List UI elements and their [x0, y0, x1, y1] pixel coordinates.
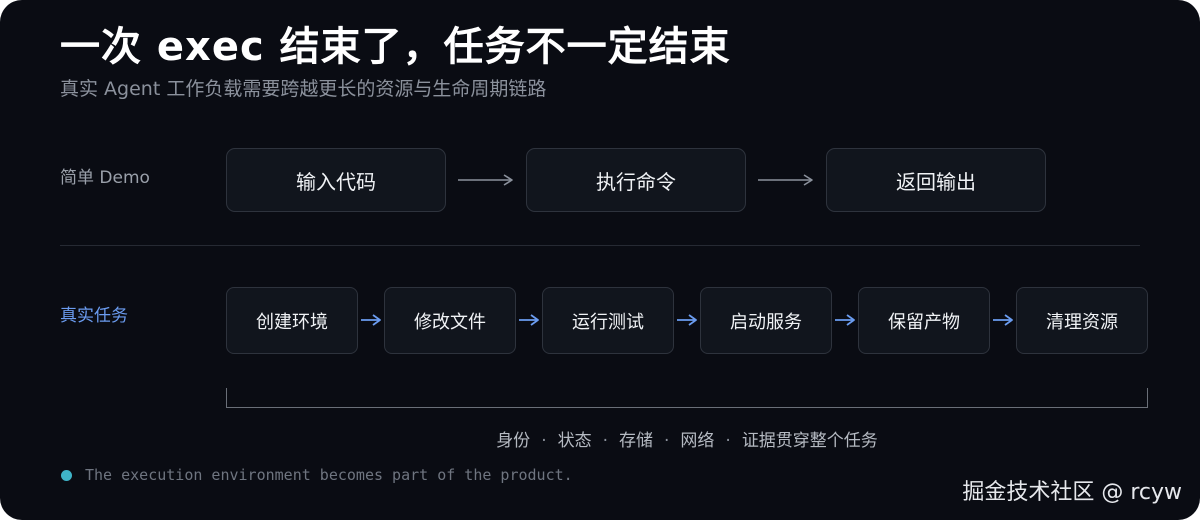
caption-separator: ·: [602, 431, 608, 451]
demo-row-label: 简单 Demo: [60, 168, 150, 188]
arrow-right-icon: [758, 174, 813, 186]
demo-step-label: 返回输出: [896, 169, 976, 194]
caption-separator: ·: [541, 431, 547, 451]
real-step-label: 启动服务: [730, 311, 802, 333]
arrow-right-icon: [677, 314, 697, 326]
caption-separator: ·: [664, 431, 670, 451]
slide-title: 一次 exec 结束了，任务不一定结束: [60, 24, 731, 70]
real-row-label: 真实任务: [60, 306, 128, 326]
caption-item: 存储: [619, 431, 653, 451]
demo-step-box: 执行命令: [526, 148, 746, 212]
real-step-box: 清理资源: [1016, 287, 1148, 354]
real-step-label: 修改文件: [414, 311, 486, 333]
demo-step-box: 返回输出: [826, 148, 1046, 212]
arrow-right-icon: [519, 314, 539, 326]
real-step-box: 创建环境: [226, 287, 358, 354]
watermark: 掘金技术社区 @ rcyw: [962, 480, 1182, 505]
bullet-dot-icon: [61, 470, 72, 481]
caption-item: 状态: [557, 431, 592, 451]
arrow-right-icon: [361, 314, 381, 326]
caption-item: 身份: [496, 431, 531, 451]
demo-step-label: 执行命令: [596, 169, 676, 194]
real-step-label: 运行测试: [572, 311, 644, 333]
real-step-box: 保留产物: [858, 287, 990, 354]
real-step-box: 修改文件: [384, 287, 516, 354]
footer-note: The execution environment becomes part o…: [85, 466, 573, 484]
real-step-box: 启动服务: [700, 287, 832, 354]
caption-item: 网络: [680, 431, 715, 451]
row-divider: [60, 245, 1140, 246]
real-step-label: 清理资源: [1046, 311, 1118, 333]
arrow-right-icon: [458, 174, 513, 186]
caption-separator: ·: [725, 431, 731, 451]
real-step-label: 创建环境: [256, 311, 328, 333]
arrow-right-icon: [835, 314, 855, 326]
span-caption: 身份 · 状态 · 存储 · 网络 · 证据贯穿整个任务: [226, 426, 1148, 451]
span-bracket: [226, 388, 1148, 408]
demo-step-box: 输入代码: [226, 148, 446, 212]
real-step-label: 保留产物: [888, 311, 960, 333]
caption-item: 证据贯穿整个任务: [741, 431, 878, 451]
slide-subtitle: 真实 Agent 工作负载需要跨越更长的资源与生命周期链路: [60, 78, 547, 100]
demo-step-label: 输入代码: [296, 169, 376, 194]
real-step-box: 运行测试: [542, 287, 674, 354]
arrow-right-icon: [993, 314, 1013, 326]
